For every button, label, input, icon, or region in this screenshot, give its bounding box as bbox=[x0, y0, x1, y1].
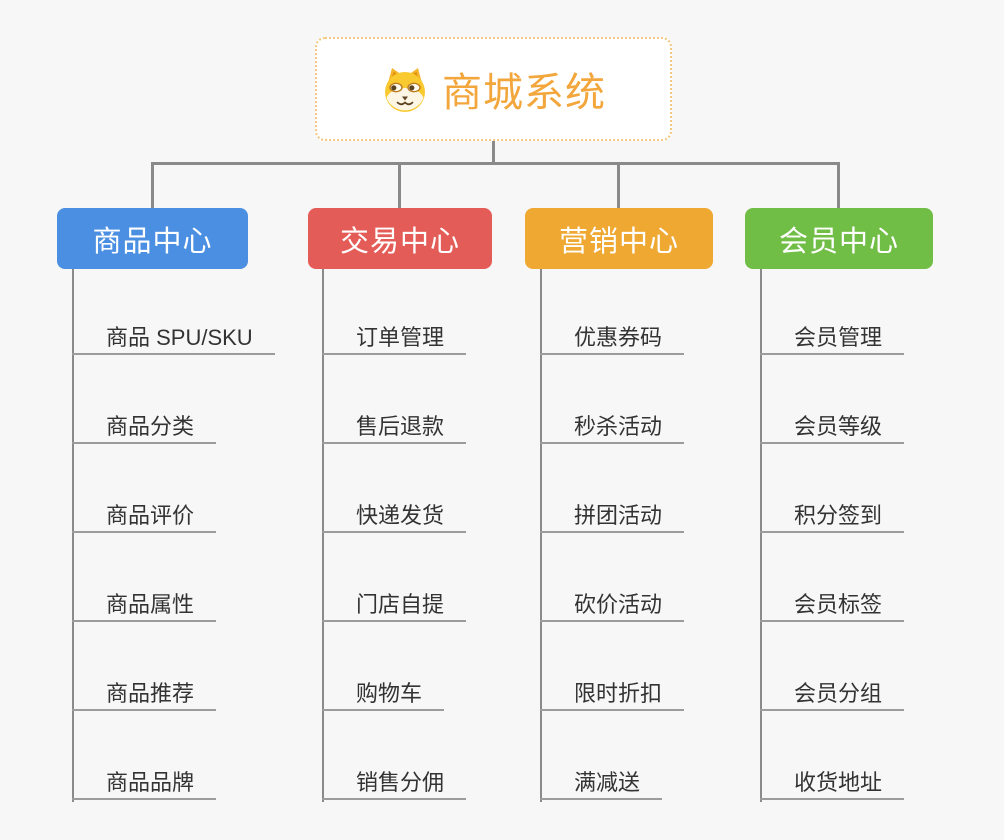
branch-column-member-center: 会员管理 会员等级 积分签到 会员标签 会员分组 收货地址 bbox=[760, 269, 1004, 809]
branch-item[interactable]: 砍价活动 bbox=[540, 589, 685, 622]
branch-item[interactable]: 积分签到 bbox=[760, 500, 905, 533]
connector-trunk bbox=[72, 269, 74, 802]
branch-item[interactable]: 商品评价 bbox=[72, 500, 217, 533]
connector-root-stem bbox=[492, 141, 495, 163]
branch-column-marketing-center: 优惠券码 秒杀活动 拼团活动 砍价活动 限时折扣 满减送 bbox=[540, 269, 800, 809]
branch-header-product-center[interactable]: 商品中心 bbox=[57, 208, 248, 269]
branch-item[interactable]: 会员分组 bbox=[760, 678, 905, 711]
branch-item[interactable]: 商品 SPU/SKU bbox=[72, 322, 275, 355]
branch-item[interactable]: 商品推荐 bbox=[72, 678, 217, 711]
branch-item[interactable]: 秒杀活动 bbox=[540, 411, 685, 444]
branch-column-trade-center: 订单管理 售后退款 快递发货 门店自提 购物车 销售分佣 bbox=[322, 269, 582, 809]
root-node-mall-system[interactable]: 商城系统 bbox=[315, 37, 672, 141]
branch-item[interactable]: 会员等级 bbox=[760, 411, 905, 444]
branch-item[interactable]: 满减送 bbox=[540, 767, 663, 800]
connector-drop-product bbox=[151, 162, 154, 209]
branch-item[interactable]: 优惠券码 bbox=[540, 322, 685, 355]
connector-trunk bbox=[540, 269, 542, 802]
branch-header-trade-center[interactable]: 交易中心 bbox=[308, 208, 492, 269]
branch-item[interactable]: 快递发货 bbox=[322, 500, 467, 533]
connector-drop-marketing bbox=[617, 162, 620, 209]
branch-item[interactable]: 售后退款 bbox=[322, 411, 467, 444]
branch-item[interactable]: 收货地址 bbox=[760, 767, 905, 800]
connector-trunk bbox=[322, 269, 324, 802]
branch-header-member-center[interactable]: 会员中心 bbox=[745, 208, 933, 269]
branch-item[interactable]: 商品分类 bbox=[72, 411, 217, 444]
connector-trunk bbox=[760, 269, 762, 802]
branch-item[interactable]: 拼团活动 bbox=[540, 500, 685, 533]
root-title: 商城系统 bbox=[442, 71, 606, 115]
branch-item[interactable]: 商品属性 bbox=[72, 589, 217, 622]
branch-header-marketing-center[interactable]: 营销中心 bbox=[525, 208, 713, 269]
connector-drop-member bbox=[837, 162, 840, 209]
dog-face-icon bbox=[385, 68, 425, 112]
branch-item[interactable]: 门店自提 bbox=[322, 589, 467, 622]
branch-item[interactable]: 会员管理 bbox=[760, 322, 905, 355]
branch-item[interactable]: 销售分佣 bbox=[322, 767, 467, 800]
branch-item[interactable]: 限时折扣 bbox=[540, 678, 685, 711]
branch-column-product-center: 商品 SPU/SKU 商品分类 商品评价 商品属性 商品推荐 商品品牌 bbox=[72, 269, 332, 809]
branch-item[interactable]: 会员标签 bbox=[760, 589, 905, 622]
branch-item[interactable]: 商品品牌 bbox=[72, 767, 217, 800]
branch-item[interactable]: 购物车 bbox=[322, 678, 445, 711]
connector-horizontal-rail bbox=[151, 162, 840, 165]
branch-item[interactable]: 订单管理 bbox=[322, 322, 467, 355]
connector-drop-trade bbox=[398, 162, 401, 209]
